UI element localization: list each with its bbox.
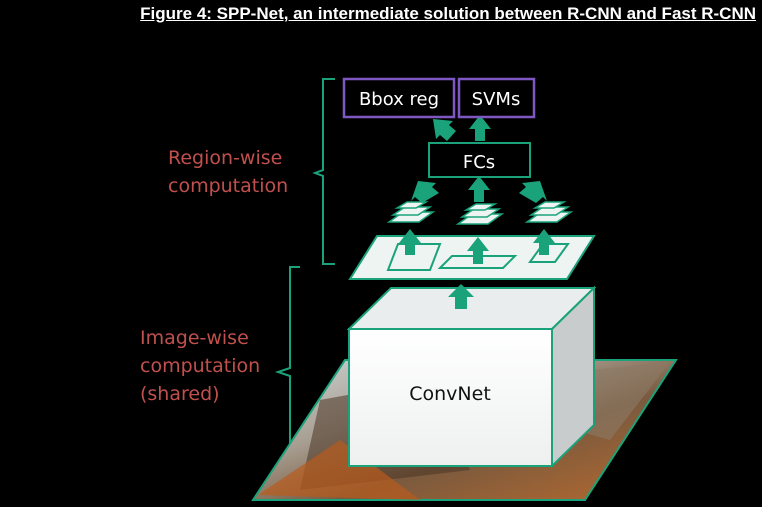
bbox-reg-box: Bbox reg <box>342 77 456 119</box>
image-label-line-2: computation <box>140 355 261 377</box>
arrows-fcs-to-outputs <box>433 115 491 141</box>
feature-map <box>348 235 596 280</box>
region-bracket <box>312 78 335 265</box>
image-wise-label: Image-wise computation (shared) <box>140 324 260 408</box>
region-wise-label: Region-wise computation <box>168 144 288 200</box>
convnet-label: ConvNet <box>409 383 491 405</box>
image-label-line-1: Image-wise <box>140 327 249 349</box>
svms-label: SVMs <box>472 89 521 110</box>
region-label-line-2: computation <box>168 175 289 197</box>
figure-title: Figure 4: SPP-Net, an intermediate solut… <box>140 4 756 23</box>
pyramid-pool-center <box>455 203 505 225</box>
bbox-reg-label: Bbox reg <box>359 89 439 110</box>
region-label-line-1: Region-wise <box>168 147 283 169</box>
svms-box: SVMs <box>457 77 536 119</box>
fcs-label: FCs <box>463 152 495 173</box>
arrow-convnet-to-featuremap <box>448 284 474 309</box>
arrows-featuremap-to-pyramids <box>399 229 555 264</box>
convnet-cube: ConvNet <box>346 285 597 469</box>
fcs-box: FCs <box>428 142 531 178</box>
pyramid-pool-left <box>386 201 436 223</box>
arrows-pyramids-to-fcs <box>411 176 547 203</box>
image-label-line-3: (shared) <box>140 383 220 405</box>
pyramid-pool-right <box>524 201 574 223</box>
